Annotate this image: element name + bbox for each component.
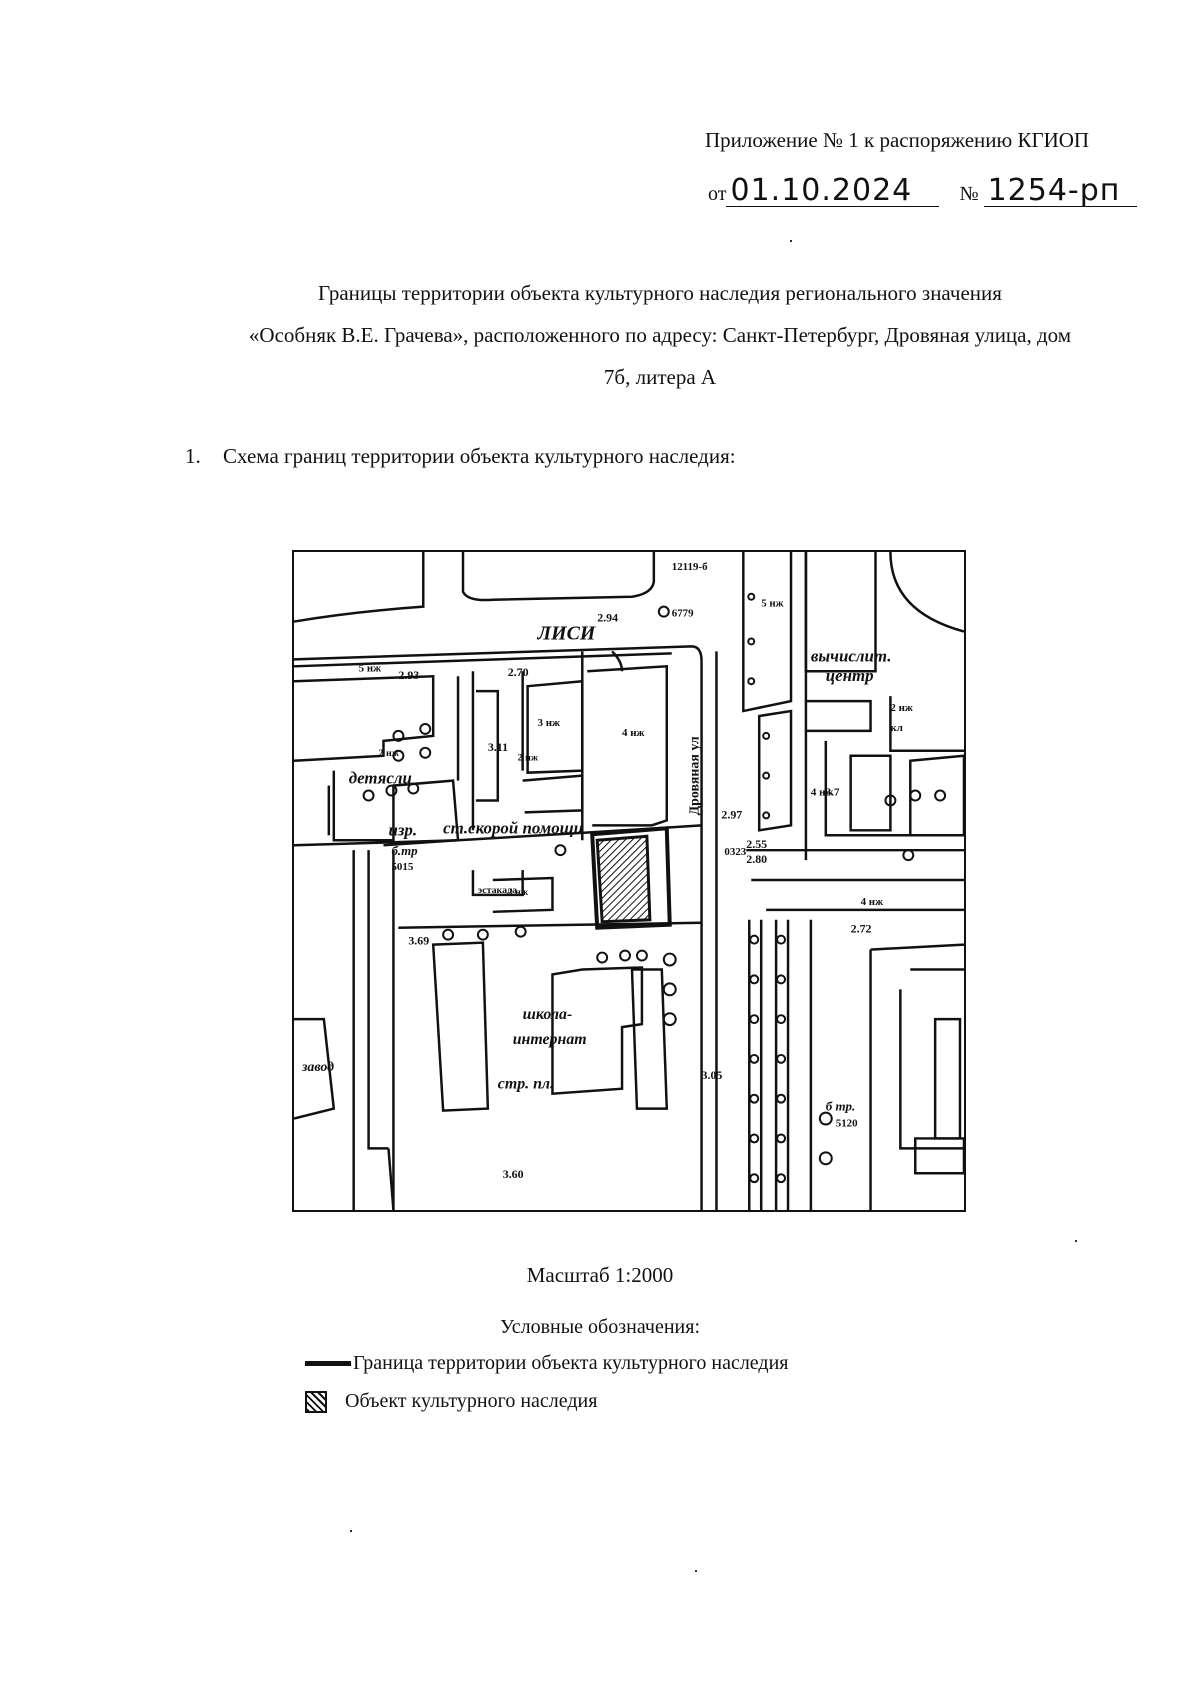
svg-text:б тр.: б тр. (826, 1099, 855, 1114)
order-number: 1254-рп (983, 176, 1137, 207)
svg-text:2 нж: 2 нж (890, 702, 912, 714)
svg-text:ст.скорой помощи: ст.скорой помощи (443, 818, 583, 837)
svg-text:3.05: 3.05 (702, 1068, 723, 1082)
svg-text:2.97: 2.97 (721, 807, 742, 821)
title-line-1: Границы территории объекта культурного н… (318, 281, 1002, 305)
svg-text:2 нж: 2 нж (379, 748, 400, 759)
svg-text:12119-б: 12119-б (672, 561, 708, 573)
svg-text:4 нж: 4 нж (622, 727, 644, 739)
map-drawing: ЛИСИ вычислит. центр детясли изр. ст.ско… (294, 552, 964, 1210)
number-prefix: № (959, 183, 979, 205)
svg-text:5015: 5015 (391, 861, 413, 873)
svg-text:2 нж: 2 нж (508, 887, 529, 898)
svg-text:центр: центр (826, 666, 874, 685)
scan-speck (790, 240, 792, 242)
svg-text:ЛИСИ: ЛИСИ (537, 622, 596, 644)
legend-item-boundary: Граница территории объекта культурного н… (305, 1352, 789, 1375)
svg-text:5 нж: 5 нж (359, 662, 381, 674)
svg-text:2.93: 2.93 (398, 668, 419, 682)
svg-text:2 нж: 2 нж (518, 753, 539, 764)
svg-text:5 нж: 5 нж (761, 598, 783, 610)
boundary-map: ЛИСИ вычислит. центр детясли изр. ст.ско… (292, 550, 966, 1212)
scan-speck (695, 1570, 697, 1572)
hatched-square-icon (305, 1390, 327, 1413)
svg-text:школа-: школа- (523, 1006, 573, 1023)
heritage-object-hatched (595, 834, 652, 924)
section-heading: 1. Схема границ территории объекта культу… (185, 444, 736, 469)
svg-text:б.тр: б.тр (391, 843, 418, 858)
svg-text:эстакада: эстакада (478, 885, 517, 896)
legend-label: Граница территории объекта культурного н… (353, 1352, 789, 1374)
boundary-line-icon (305, 1361, 351, 1366)
svg-text:2.55: 2.55 (746, 837, 767, 851)
map-scale: Масштаб 1:2000 (526, 1263, 674, 1287)
scan-speck (1075, 1240, 1077, 1242)
legend-title: Условные обозначения: (499, 1316, 701, 1338)
svg-text:2.70: 2.70 (508, 665, 529, 679)
svg-text:2.94: 2.94 (597, 611, 618, 625)
svg-text:2.72: 2.72 (851, 922, 872, 936)
svg-text:интернат: интернат (513, 1031, 587, 1048)
legend-item-heritage-object: Объект культурного наследия (305, 1390, 597, 1413)
svg-text:кл: кл (890, 722, 902, 734)
order-date: 01.10.2024 (726, 176, 940, 207)
section-number: 1. (185, 444, 201, 468)
section-text: Схема границ территории объекта культурн… (223, 444, 736, 468)
svg-text:4 нж: 4 нж (811, 787, 833, 799)
svg-text:4 нж: 4 нж (861, 896, 883, 908)
title-line-2: «Особняк В.Е. Грачева», расположенного п… (248, 323, 1072, 347)
legend-label: Объект культурного наследия (345, 1390, 598, 1412)
date-prefix: от (708, 183, 727, 205)
svg-text:3.7: 3.7 (826, 787, 840, 799)
svg-text:3 нж: 3 нж (538, 717, 560, 729)
svg-text:3.11: 3.11 (488, 740, 508, 754)
svg-text:завод: завод (301, 1060, 334, 1075)
appendix-header: Приложение № 1 к распоряжению КГИОП (705, 128, 1090, 152)
title-line-3: 7б, литера А (603, 365, 717, 389)
svg-text:3.60: 3.60 (503, 1167, 524, 1181)
svg-text:3.69: 3.69 (408, 934, 429, 948)
svg-text:2.80: 2.80 (746, 852, 767, 866)
svg-text:5120: 5120 (836, 1118, 858, 1130)
svg-text:0323: 0323 (724, 846, 746, 858)
svg-text:изр.: изр. (388, 820, 417, 839)
territory-boundary (590, 826, 672, 930)
scan-speck (350, 1530, 352, 1532)
svg-text:6779: 6779 (672, 608, 694, 620)
svg-text:вычислит.: вычислит. (811, 646, 892, 665)
street-label: Дровяная ул (688, 736, 703, 815)
document-title: Границы территории объекта культурного н… (170, 272, 1150, 398)
svg-text:детясли: детясли (349, 769, 412, 788)
svg-text:стр. пл.: стр. пл. (498, 1076, 554, 1093)
